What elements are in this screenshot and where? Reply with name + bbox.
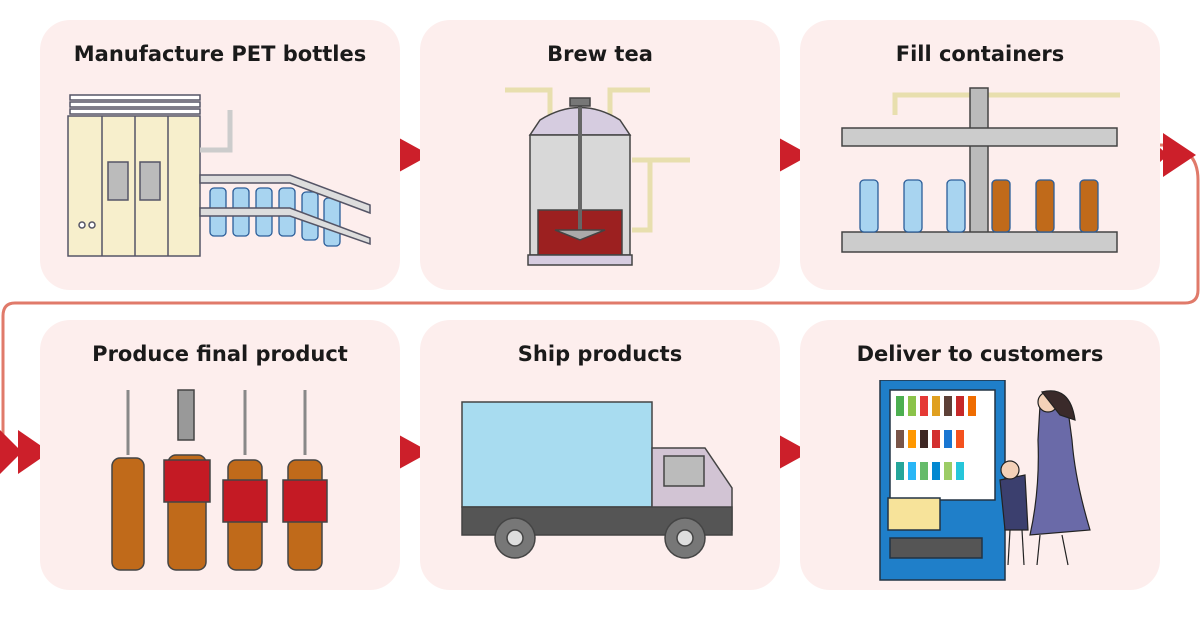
step-card-fill: Fill containers	[800, 20, 1160, 290]
step-card-brew: Brew tea	[420, 20, 780, 290]
arrow-right-4	[770, 430, 810, 474]
pet-bottle-machine-icon	[67, 94, 371, 257]
arrow-double-2a	[0, 430, 22, 474]
filling-machine-icon	[841, 87, 1120, 253]
step-title: Ship products	[517, 342, 683, 366]
arrow-right-1	[390, 133, 430, 177]
step-card-deliver: Deliver to customers	[800, 320, 1160, 590]
delivery-truck-icon	[461, 401, 733, 559]
arrow-right-3	[390, 430, 430, 474]
step-title: Produce final product	[92, 342, 348, 366]
arrow-right-2	[770, 133, 810, 177]
step-title: Deliver to customers	[856, 342, 1104, 366]
brewing-tank-icon	[505, 87, 690, 266]
step-title: Fill containers	[895, 42, 1065, 66]
step-card-manufacture: Manufacture PET bottles	[40, 20, 400, 290]
step-card-produce: Produce final product	[40, 320, 400, 590]
labeling-machine-icon	[111, 389, 328, 571]
arrow-double-2b	[18, 430, 50, 474]
step-card-ship: Ship products	[420, 320, 780, 590]
step-title: Brew tea	[547, 42, 653, 66]
arrow-double-1b	[1163, 133, 1196, 177]
vending-machine-icon	[879, 380, 1091, 581]
step-title: Manufacture PET bottles	[73, 42, 367, 66]
